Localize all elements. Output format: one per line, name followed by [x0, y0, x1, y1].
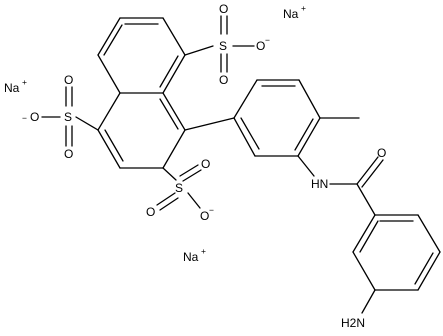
oxygen-anion-label: O	[200, 209, 209, 223]
amide-nh-label: HN	[311, 177, 328, 191]
amide-linkage: HN O	[297, 146, 386, 216]
negative-charge: −	[209, 205, 214, 215]
aminophenyl-ring: H2N	[341, 214, 441, 330]
sodium-symbol: Na	[183, 250, 199, 264]
sulfur-atom-label: S	[219, 39, 227, 53]
sodium-ion-left: Na +	[4, 77, 27, 95]
sodium-symbol: Na	[4, 81, 20, 95]
sulfonate-group-middle: S O O O −	[146, 157, 214, 223]
oxygen-anion-label: O	[30, 110, 39, 124]
tolyl-ring	[184, 79, 360, 157]
naphthalene-ring-upper	[97, 17, 186, 94]
oxygen-atom-label: O	[219, 2, 228, 16]
sodium-ion-top-right: Na +	[283, 3, 306, 21]
positive-charge: +	[201, 246, 206, 256]
sodium-symbol: Na	[283, 7, 299, 21]
sulfur-atom-label: S	[175, 181, 183, 195]
oxygen-anion-label: O	[256, 39, 265, 53]
sulfur-atom-label: S	[64, 110, 72, 124]
positive-charge: +	[301, 3, 306, 13]
amine-label: H2N	[341, 316, 365, 330]
oxygen-atom-label: O	[146, 205, 155, 219]
oxygen-atom-label: O	[64, 147, 73, 161]
positive-charge: +	[22, 77, 27, 87]
sulfonate-group-left: S O O O −	[22, 73, 99, 161]
carbonyl-oxygen-label: O	[377, 146, 386, 160]
oxygen-atom-label: O	[64, 73, 73, 87]
oxygen-atom-label: O	[219, 73, 228, 87]
oxygen-atom-label: O	[201, 157, 210, 171]
sodium-ion-bottom: Na +	[183, 246, 206, 264]
sulfonate-group-top: S O O O −	[184, 2, 270, 87]
negative-charge: −	[22, 113, 27, 123]
naphthalene-ring-lower	[97, 92, 186, 169]
negative-charge: −	[265, 35, 270, 45]
